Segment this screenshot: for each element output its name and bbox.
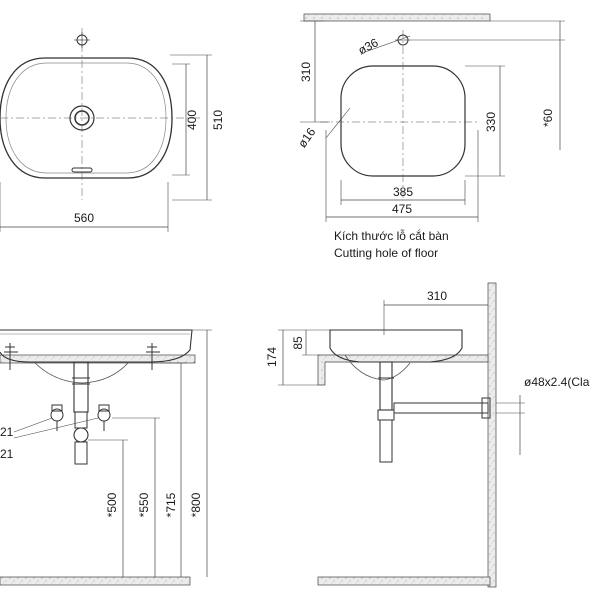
dim-715: *715 — [164, 492, 178, 517]
dim-510: 510 — [211, 110, 225, 130]
trap-nut — [73, 427, 89, 443]
dim-60: *60 — [541, 109, 555, 127]
countertop — [0, 354, 196, 364]
dim-174: 174 — [265, 347, 279, 367]
dim-475: 475 — [392, 202, 412, 216]
dim-550: *550 — [137, 492, 151, 517]
label-21-a: 21 — [0, 425, 14, 439]
wall — [487, 282, 497, 588]
caption-vietnamese: Kích thước lỗ cắt bàn — [334, 228, 449, 243]
bottom-right-side-view: 310 85 174 ø48x2.4(Cla — [265, 282, 590, 588]
wall-pipe — [393, 402, 489, 414]
angle-valve-left — [50, 404, 64, 431]
angle-valve-right — [97, 404, 111, 431]
basin-side — [329, 329, 463, 363]
mount-clip-right — [146, 343, 160, 370]
dim-310-top: 310 — [299, 62, 313, 82]
top-right-cutout-view: 310 ø36 ø16 330 *60 385 475 Kích thước l… — [295, 13, 565, 260]
dim-corner: ø16 — [295, 125, 319, 150]
drain — [69, 105, 95, 131]
dim-800: *800 — [189, 492, 203, 517]
dim-310-side: 310 — [427, 289, 447, 303]
waste-pipe — [73, 361, 89, 413]
dim-500: *500 — [105, 492, 119, 517]
dim-tap-hole: ø36 — [356, 35, 381, 57]
dim-400: 400 — [185, 110, 199, 130]
top-left-plan-view: 400 510 560 — [0, 28, 225, 232]
dim-85: 85 — [291, 336, 305, 350]
label-21-b: 21 — [0, 447, 14, 461]
countertop-edge — [303, 13, 491, 22]
dim-385: 385 — [393, 185, 413, 199]
overflow-slot — [71, 167, 93, 173]
mount-clip-left — [4, 343, 18, 370]
floor-side — [317, 576, 491, 586]
bottom-left-front-view: 21 21 *500 *550 *715 *800 — [0, 329, 212, 586]
caption-english: Cutting hole of floor — [334, 246, 438, 260]
basin-front — [0, 329, 193, 363]
label-pipe-size: ø48x2.4(Cla — [524, 375, 590, 389]
dim-330: 330 — [484, 112, 498, 132]
dim-560: 560 — [74, 211, 94, 225]
floor — [0, 576, 191, 586]
basin-inner — [5, 62, 167, 174]
basin-outline — [0, 57, 173, 179]
